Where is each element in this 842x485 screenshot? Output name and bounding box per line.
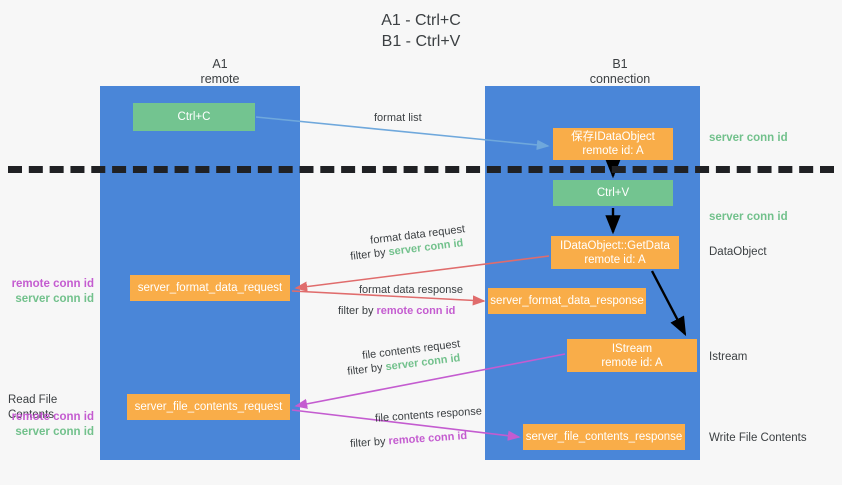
box-server-format-data-request[interactable]: server_format_data_request (130, 275, 290, 301)
annotation-istream: Istream (709, 351, 748, 363)
annotation-dataobject: DataObject (709, 246, 767, 258)
edge-label-format-data-response: format data response (359, 284, 463, 296)
box-save-idataobject-line1: 保存IDataObject (571, 131, 655, 143)
box-ctrl-c[interactable]: Ctrl+C (133, 103, 255, 131)
annotation-server-conn-id-mid: server conn id (709, 211, 788, 223)
column-b1-name: B1 (612, 57, 628, 71)
annotation-server-conn-id: server conn id (15, 426, 94, 438)
box-ctrl-v[interactable]: Ctrl+V (553, 180, 673, 206)
box-server-file-contents-response-label: server_file_contents_response (525, 431, 683, 443)
column-header-a1: A1 remote (120, 57, 320, 87)
box-save-idataobject[interactable]: 保存IDataObject remote id: A (553, 128, 673, 160)
box-istream-line1: IStream (611, 342, 653, 355)
filter-prefix: filter by (349, 435, 389, 451)
filter-prefix: filter by (346, 361, 387, 378)
column-a1-name: A1 (212, 57, 228, 71)
annotation-remote-conn-id: remote conn id (11, 411, 94, 423)
filter-value-remote-conn-id: remote conn id (376, 305, 456, 317)
edge-label-format-data-response-filter: filter by remote conn id (338, 304, 455, 319)
box-getdata-line2: remote id: A (584, 253, 646, 266)
box-istream-line2: remote id: A (601, 356, 663, 369)
box-ctrl-c-label: Ctrl+C (177, 111, 211, 123)
column-header-b1: B1 connection (520, 57, 720, 87)
annotation-remote-conn-id: remote conn id (11, 278, 94, 290)
box-server-file-contents-response[interactable]: server_file_contents_response (523, 424, 685, 450)
filter-value-remote-conn-id: remote conn id (388, 429, 468, 448)
page-title: A1 - Ctrl+C B1 - Ctrl+V (0, 10, 842, 52)
edge-label-file-contents-response: file contents response (374, 405, 483, 425)
annotation-left-conn-ids-2: remote conn id server conn id (8, 410, 94, 440)
column-b1-subtitle: connection (589, 72, 651, 86)
title-line-2: B1 - Ctrl+V (381, 33, 461, 50)
annotation-left-conn-ids-1: remote conn id server conn id (8, 277, 94, 307)
box-server-file-contents-request-label: server_file_contents_request (134, 401, 283, 413)
annotation-server-conn-id: server conn id (15, 293, 94, 305)
dashed-divider (8, 166, 834, 173)
box-istream[interactable]: IStream remote id: A (567, 339, 697, 372)
edge-label-file-contents-response-filter: filter by remote conn id (350, 429, 468, 452)
column-a1-subtitle: remote (200, 72, 240, 86)
box-server-format-data-response-label: server_format_data_response (490, 295, 644, 307)
title-line-1: A1 - Ctrl+C (381, 12, 461, 29)
box-server-format-data-request-label: server_format_data_request (137, 282, 283, 294)
box-idataobject-getdata[interactable]: IDataObject::GetData remote id: A (551, 236, 679, 269)
box-server-format-data-response[interactable]: server_format_data_response (488, 288, 646, 314)
box-getdata-line1: IDataObject::GetData (560, 239, 670, 252)
edge-label-format-list: format list (374, 112, 422, 124)
box-ctrl-v-label: Ctrl+V (596, 187, 630, 199)
annotation-server-conn-id-top: server conn id (709, 132, 788, 144)
filter-prefix: filter by (349, 246, 390, 263)
box-save-idataobject-line2: remote id: A (582, 145, 644, 157)
annotation-write-file-contents: Write File Contents (709, 432, 807, 444)
box-server-file-contents-request[interactable]: server_file_contents_request (127, 394, 290, 420)
annotation-read-file-contents: Read File Contents (8, 394, 58, 421)
filter-prefix: filter by (338, 305, 377, 317)
